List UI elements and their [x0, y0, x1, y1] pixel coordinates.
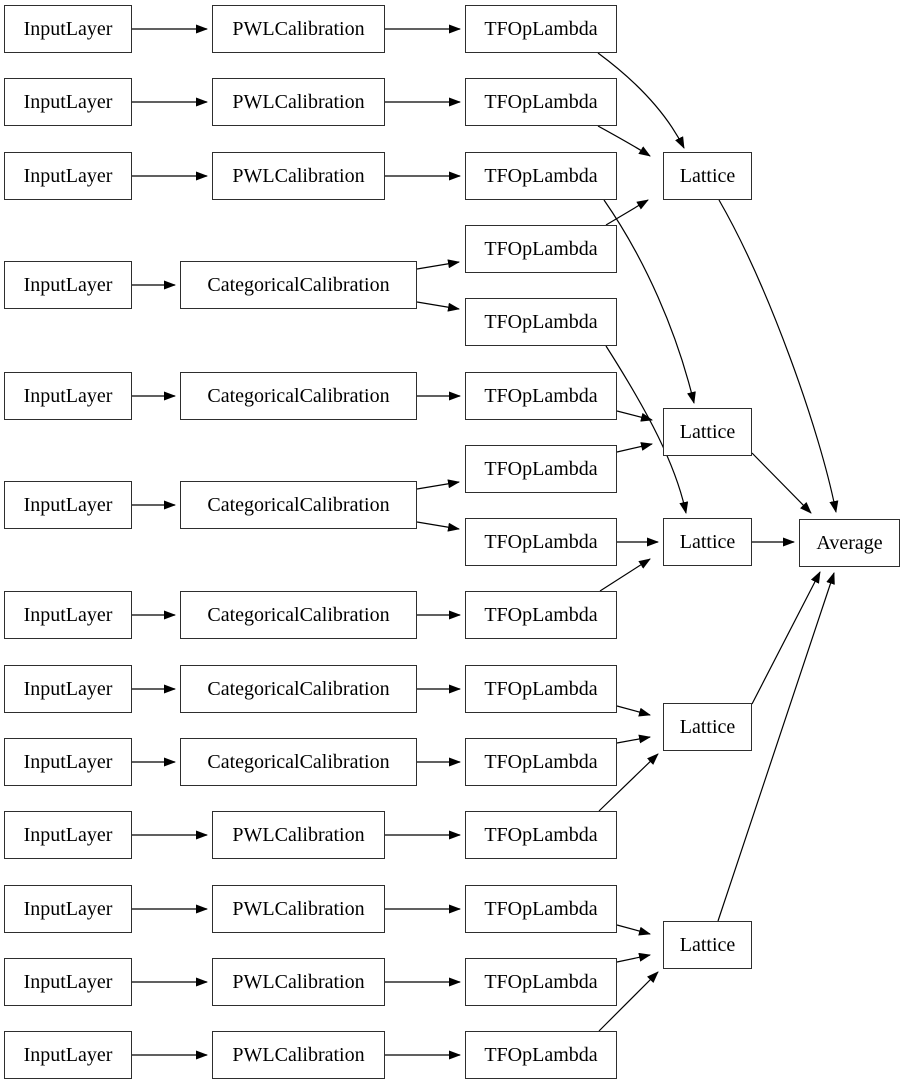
node-tf-op-lambda-10: TFOpLambda: [465, 811, 617, 859]
edge-lattice5-average: [717, 572, 835, 922]
node-pwl-calibration-1: PWLCalibration: [212, 5, 385, 53]
edge-tfop7-lattice3: [599, 558, 651, 592]
edge-tfop5-lattice2: [616, 410, 653, 422]
node-pwl-calibration-3: PWLCalibration: [212, 152, 385, 200]
edge-lattice2-average: [751, 452, 812, 514]
node-tf-op-lambda-2: TFOpLambda: [465, 78, 617, 126]
node-tf-op-lambda-5: TFOpLambda: [465, 372, 617, 420]
node-tf-op-lambda-1: TFOpLambda: [465, 5, 617, 53]
node-lattice-1: Lattice: [663, 152, 752, 200]
node-categorical-calibration-5: CategoricalCalibration: [180, 372, 417, 420]
node-categorical-calibration-4: CategoricalCalibration: [180, 261, 417, 309]
edge-tfop8-lattice4: [616, 705, 651, 717]
node-input-layer-7: InputLayer: [4, 591, 132, 639]
node-tf-op-lambda-12: TFOpLambda: [465, 958, 617, 1006]
node-lattice-3: Lattice: [663, 518, 752, 566]
node-input-layer-8: InputLayer: [4, 665, 132, 713]
node-lattice-4: Lattice: [663, 703, 752, 751]
node-tf-op-lambda-9: TFOpLambda: [465, 738, 617, 786]
node-pwl-calibration-10: PWLCalibration: [212, 811, 385, 859]
node-input-layer-9: InputLayer: [4, 738, 132, 786]
node-input-layer-1: InputLayer: [4, 5, 132, 53]
node-input-layer-11: InputLayer: [4, 885, 132, 933]
edge-cat4-tfop4a: [416, 259, 460, 270]
node-pwl-calibration-13: PWLCalibration: [212, 1031, 385, 1079]
edge-tfop1-lattice1: [597, 52, 685, 149]
edge-tfop3-lattice2: [603, 199, 696, 404]
node-pwl-calibration-2: PWLCalibration: [212, 78, 385, 126]
node-tf-op-lambda-8: TFOpLambda: [465, 665, 617, 713]
edge-lattice1-average: [718, 199, 839, 513]
node-input-layer-6: InputLayer: [4, 481, 132, 529]
edge-cat6-tfop6b: [416, 521, 460, 532]
node-tf-op-lambda-4a: TFOpLambda: [465, 225, 617, 273]
edge-lattice4-average: [751, 571, 821, 705]
node-pwl-calibration-12: PWLCalibration: [212, 958, 385, 1006]
node-categorical-calibration-7: CategoricalCalibration: [180, 591, 417, 639]
node-tf-op-lambda-4b: TFOpLambda: [465, 298, 617, 346]
node-input-layer-2: InputLayer: [4, 78, 132, 126]
node-input-layer-5: InputLayer: [4, 372, 132, 420]
node-input-layer-4: InputLayer: [4, 261, 132, 309]
edge-tfop2-lattice1: [597, 125, 651, 157]
node-input-layer-3: InputLayer: [4, 152, 132, 200]
node-average: Average: [799, 519, 900, 567]
node-pwl-calibration-11: PWLCalibration: [212, 885, 385, 933]
edge-tfop4b-lattice3: [605, 345, 689, 514]
node-tf-op-lambda-13: TFOpLambda: [465, 1031, 617, 1079]
node-lattice-2: Lattice: [663, 408, 752, 456]
edge-tfop6a-lattice2: [616, 442, 653, 453]
node-tf-op-lambda-11: TFOpLambda: [465, 885, 617, 933]
node-tf-op-lambda-3: TFOpLambda: [465, 152, 617, 200]
edge-tfop4a-lattice1: [605, 199, 649, 226]
edge-tfop12-lattice5: [616, 952, 651, 963]
edge-tfop10-lattice4: [598, 753, 659, 812]
edge-cat6-tfop6a: [416, 479, 460, 490]
node-tf-op-lambda-7: TFOpLambda: [465, 591, 617, 639]
edge-cat4-tfop4b: [416, 301, 460, 312]
node-categorical-calibration-8: CategoricalCalibration: [180, 665, 417, 713]
node-input-layer-10: InputLayer: [4, 811, 132, 859]
node-lattice-5: Lattice: [663, 921, 752, 969]
node-categorical-calibration-9: CategoricalCalibration: [180, 738, 417, 786]
node-input-layer-13: InputLayer: [4, 1031, 132, 1079]
node-categorical-calibration-6: CategoricalCalibration: [180, 481, 417, 529]
node-tf-op-lambda-6b: TFOpLambda: [465, 518, 617, 566]
edge-tfop9-lattice4: [616, 734, 651, 744]
node-tf-op-lambda-6a: TFOpLambda: [465, 445, 617, 493]
edge-tfop13-lattice5: [598, 971, 659, 1032]
node-input-layer-12: InputLayer: [4, 958, 132, 1006]
edge-tfop11-lattice5: [616, 924, 651, 936]
